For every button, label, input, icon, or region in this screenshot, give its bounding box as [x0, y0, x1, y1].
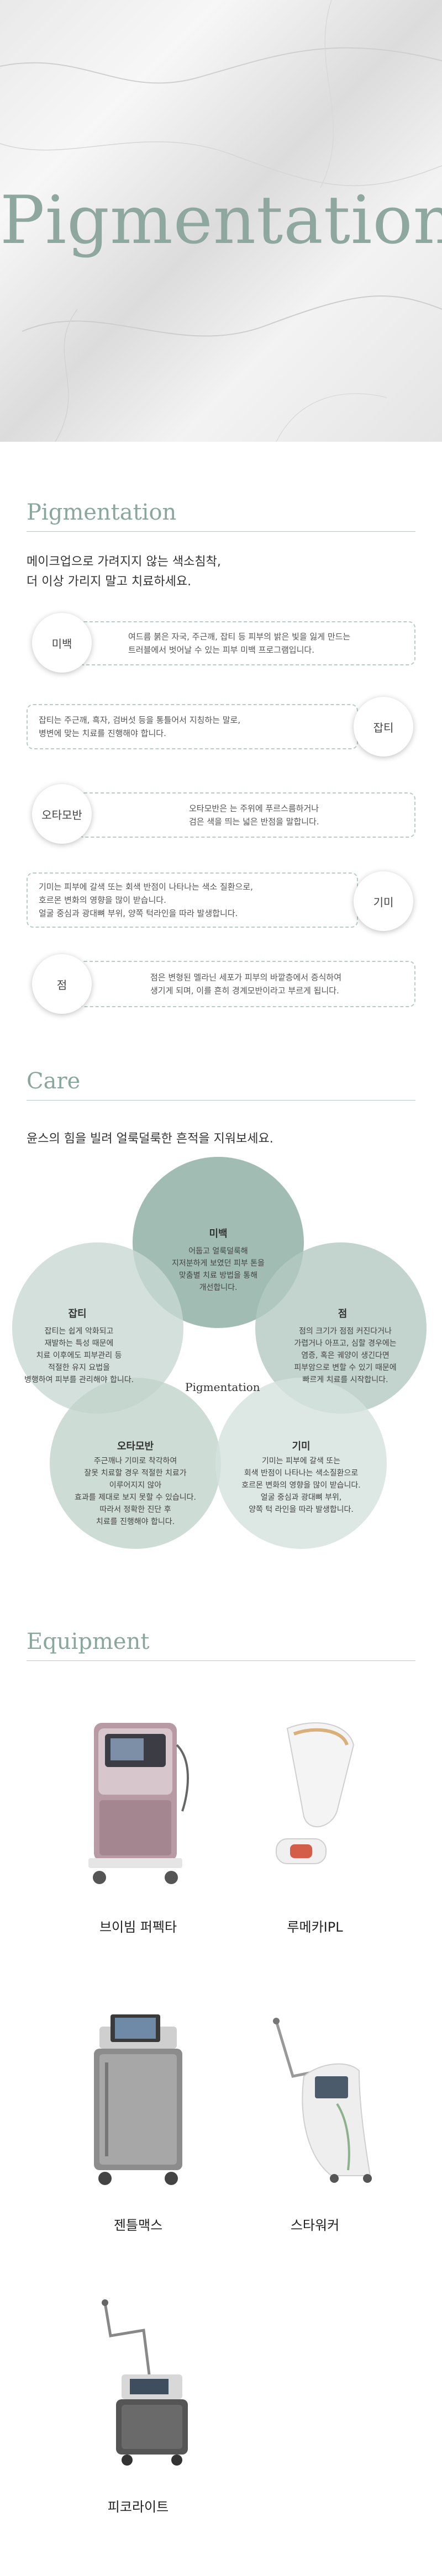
pigment-item-whitening-description: 여드름 붉은 자국, 주근깨, 잡티 등 피부의 밝은 빛을 잃게 만드는 트러… [77, 621, 415, 665]
venn-circle-ota-nevus [50, 1378, 221, 1549]
care-venn-diagram: 미백 어둡고 얼룩덜룩해 지저분하게 보였던 피부 톤을 맞춤별 치료 방법을 … [0, 1146, 442, 1565]
venn-line: 어둡고 얼룩덜룩해 [188, 1247, 248, 1256]
marble-texture [0, 0, 442, 442]
venn-line: 치료를 진행해야 합니다. [96, 1517, 175, 1526]
venn-title-ota-nevus: 오타모반 [117, 1441, 154, 1452]
pigment-item-melasma-badge: 기미 [354, 871, 413, 931]
badge-label: 기미 [373, 895, 394, 909]
venn-title-whitening: 미백 [209, 1228, 228, 1240]
badge-label: 미백 [51, 637, 72, 650]
laser-machine-arm-icon [273, 2018, 372, 2183]
venn-line: 이루어지지 않아 [109, 1481, 162, 1490]
equipment-label-vbeam: 브이빔 퍼펙타 [99, 1919, 177, 1935]
laser-machine-pink-icon [88, 1723, 189, 1884]
description-line: 점은 변형된 멜라닌 세포가 피부의 바깥층에서 증식하여 [150, 972, 342, 982]
venn-line: 치료 이후에도 피부관리 등 [36, 1351, 122, 1360]
venn-line: 따라서 정확한 진단 후 [99, 1505, 171, 1514]
venn-line: 효과를 제대로 보지 못할 수 있습니다. [75, 1493, 196, 1502]
hero-banner: Pigmentation [0, 0, 442, 442]
venn-text-melasma: 기미는 피부에 갈색 또는 회색 반점이 나타나는 색소질환으로 호르몬 변화의… [224, 1455, 378, 1516]
pigment-item-whitening-badge: 미백 [32, 613, 92, 673]
description-line: 얼굴 중심과 광대뼈 부위, 양쪽 턱라인을 따라 발생합니다. [39, 908, 238, 918]
venn-line: 얼굴 중심과 광대뼈 부위, [260, 1493, 342, 1502]
venn-line: 재발하는 특성 때문에 [44, 1339, 114, 1348]
equipment-divider [27, 1660, 415, 1661]
description-line: 검은 색을 띄는 넓은 반점을 말합니다. [189, 817, 319, 827]
pigment-item-mole-badge: 점 [32, 954, 92, 1014]
pigmentation-lead: 메이크업으로 가려지지 않는 색소침착, 더 이상 가리지 말고 치료하세요. [27, 552, 221, 592]
lead-line-1: 메이크업으로 가려지지 않는 색소침착, [27, 555, 221, 569]
venn-line: 개선합니다. [199, 1283, 238, 1292]
venn-title-melasma: 기미 [292, 1441, 311, 1452]
venn-line: 잡티는 쉽게 악화되고 [44, 1327, 114, 1336]
venn-line: 양쪽 턱 라인을 따라 발생합니다. [249, 1505, 354, 1514]
pigment-item-mole-description: 점은 변형된 멜라닌 세포가 피부의 바깥층에서 증식하여 생기게 되며, 이를… [77, 961, 415, 1007]
pigment-item-blemish-badge: 잡티 [354, 697, 413, 757]
venn-line: 병행하여 피부를 관리해야 합니다. [24, 1376, 134, 1384]
care-lead: 윤스의 힘을 빌려 얼룩덜룩한 흔적을 지워보세요. [27, 1132, 273, 1146]
venn-text-blemish: 잡티는 쉽게 악화되고 재발하는 특성 때문에 치료 이후에도 피부관리 등 적… [10, 1325, 148, 1386]
venn-line: 회색 반점이 나타나는 색소질환으로 [244, 1469, 359, 1478]
equipment-heading: Equipment [27, 1629, 150, 1654]
venn-text-mole: 점의 크기가 점점 커진다거나 가렵거나 아프고, 심할 경우에는 염증, 혹은… [273, 1325, 417, 1386]
description-line: 오타모반은 는 주위에 푸르스름하거나 [189, 803, 319, 813]
pigmentation-divider [27, 531, 415, 532]
care-divider [27, 1100, 415, 1101]
lead-line-2: 더 이상 가리지 말고 치료하세요. [27, 575, 192, 589]
pigmentation-heading: Pigmentation [27, 500, 177, 525]
pigment-item-blemish-description: 잡티는 주근깨, 흑자, 검버섯 등을 통틀어서 지칭하는 말로, 병변에 맞는… [27, 704, 358, 749]
venn-line: 잘못 치료할 경우 적절한 치료가 [84, 1469, 187, 1478]
description-line: 잡티는 주근깨, 흑자, 검버섯 등을 통틀어서 지칭하는 말로, [39, 715, 241, 725]
venn-line: 피부암으로 변할 수 있기 때문에 [294, 1363, 397, 1372]
description-line: 트러블에서 벗어날 수 있는 피부 미백 프로그램입니다. [128, 645, 314, 655]
venn-text-whitening: 어둡고 얼룩덜룩해 지저분하게 보였던 피부 톤을 맞춤별 치료 방법을 통해 … [146, 1245, 290, 1294]
equipment-label-starwalker: 스타워커 [290, 2218, 340, 2233]
venn-center-label: Pigmentation [185, 1380, 260, 1394]
venn-line: 호르몬 변화의 영향을 많이 받습니다. [241, 1481, 361, 1490]
venn-line: 빠르게 치료를 시작합니다. [302, 1376, 388, 1384]
venn-line: 가렵거나 아프고, 심할 경우에는 [294, 1339, 397, 1348]
badge-label: 잡티 [373, 721, 394, 734]
description-line: 기미는 피부에 갈색 또는 회색 반점이 나타나는 색소 질환으로, [39, 882, 253, 892]
venn-line: 맞춤별 치료 방법을 통해 [178, 1271, 258, 1280]
venn-line: 지저분하게 보였던 피부 톤을 [172, 1259, 265, 1268]
laser-machine-arm-dark-icon [102, 2299, 188, 2466]
venn-line: 기미는 피부에 갈색 또는 [261, 1457, 341, 1466]
venn-title-mole: 점 [338, 1308, 348, 1320]
badge-label: 오타모반 [41, 808, 82, 822]
handheld-ipl-device-icon [276, 1722, 355, 1864]
equipment-label-picolight: 피코라이트 [107, 2499, 169, 2515]
equipment-label-lumea-ipl: 루메카IPL [287, 1919, 343, 1935]
venn-line: 염증, 혹은 궤양이 생긴다면 [301, 1351, 390, 1360]
hero-title: Pigmentation [0, 182, 442, 259]
equipment-label-gentlemax: 젠틀맥스 [113, 2218, 163, 2233]
laser-machine-gray-icon [94, 2014, 182, 2185]
badge-label: 점 [56, 978, 67, 992]
venn-line: 적절한 유지 요법을 [48, 1363, 110, 1372]
description-line: 생기게 되며, 이를 흔히 경계모반이라고 부르게 됩니다. [150, 986, 339, 996]
venn-line: 주근깨나 기미로 착각하여 [93, 1457, 177, 1466]
pigment-item-melasma-description: 기미는 피부에 갈색 또는 회색 반점이 나타나는 색소 질환으로, 호르몬 변… [27, 872, 358, 928]
description-line: 병변에 맞는 치료를 진행해야 합니다. [39, 728, 166, 738]
venn-title-blemish: 잡티 [68, 1308, 87, 1320]
care-heading: Care [27, 1069, 81, 1094]
description-line: 호르몬 변화의 영향을 많이 받습니다. [39, 895, 166, 905]
pigment-item-ota-nevus-badge: 오타모반 [32, 784, 92, 844]
venn-circle-melasma [215, 1378, 387, 1549]
pigment-item-ota-nevus-description: 오타모반은 는 주위에 푸르스름하거나 검은 색을 띄는 넓은 반점을 말합니다… [77, 792, 415, 838]
venn-text-ota-nevus: 주근깨나 기미로 착각하여 잘못 치료할 경우 적절한 치료가 이루어지지 않아… [61, 1455, 210, 1528]
description-line: 여드름 붉은 자국, 주근깨, 잡티 등 피부의 밝은 빛을 잃게 만드는 [128, 632, 351, 642]
venn-line: 점의 크기가 점점 커진다거나 [299, 1327, 392, 1336]
